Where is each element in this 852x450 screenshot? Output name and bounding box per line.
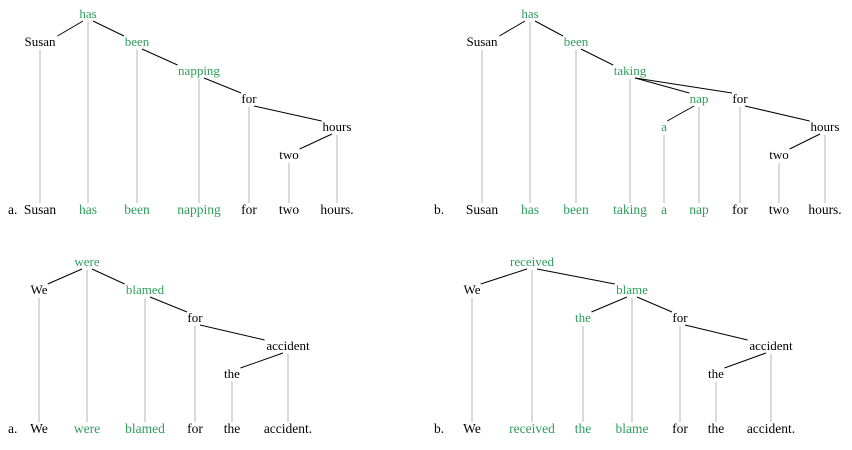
dependency-branch	[684, 324, 748, 341]
sentence-word: a	[661, 202, 667, 217]
tree-node-label: We	[464, 282, 481, 297]
sentence-word: We	[30, 421, 48, 436]
sentence-word: has	[79, 202, 97, 217]
tree-node-label: Susan	[466, 34, 498, 49]
dependency-branch	[253, 105, 322, 122]
panel-letter: b.	[434, 421, 444, 436]
tree-node-label: received	[510, 254, 555, 269]
panel-letter: b.	[434, 202, 444, 217]
sentence-word: hours.	[808, 202, 841, 217]
dependency-branch	[199, 324, 265, 341]
tree-node-label: accident	[266, 338, 310, 353]
sentence-word: We	[463, 421, 481, 436]
dependency-branch	[667, 105, 695, 122]
sentence-word: for	[187, 421, 203, 436]
tree-node-label: nap	[690, 91, 709, 106]
sentence-word: nap	[689, 202, 709, 217]
dependency-branch	[499, 20, 526, 37]
panel-letter: a.	[8, 202, 17, 217]
dependency-branch	[240, 352, 284, 369]
sentence-word: has	[521, 202, 539, 217]
panel-letter: a.	[8, 421, 17, 436]
sentence-word: two	[279, 202, 300, 217]
tree-node-label: for	[241, 91, 257, 106]
tree-node-label: for	[672, 310, 688, 325]
dependency-branch	[149, 296, 188, 313]
tree-node-label: for	[732, 91, 748, 106]
sentence-word: for	[241, 202, 257, 217]
sentence-word: for	[672, 421, 688, 436]
tree-node-label: hours	[811, 119, 840, 134]
dependency-branch	[141, 48, 178, 66]
tree-node-label: been	[125, 34, 150, 49]
dependency-branch	[57, 20, 84, 37]
dependency-branch	[480, 268, 528, 285]
tree-node-label: blame	[616, 282, 648, 297]
dependency-branch	[299, 133, 333, 150]
sentence-word: napping	[177, 202, 221, 217]
tree-node-label: We	[31, 282, 48, 297]
tree-node-label: the	[575, 310, 591, 325]
sentence-word: Susan	[466, 202, 499, 217]
tree-node-label: blamed	[126, 282, 165, 297]
sentence-word: accident.	[747, 421, 795, 436]
dependency-branch	[91, 268, 125, 285]
dependency-branch	[744, 105, 810, 122]
tree-node-label: accident	[749, 338, 793, 353]
dependency-branch	[536, 268, 615, 285]
dependency-branch	[634, 77, 690, 94]
tree-node-label: has	[521, 6, 538, 21]
sentence-word: the	[708, 421, 725, 436]
sentence-word: for	[732, 202, 748, 217]
dependency-branch	[591, 296, 628, 313]
sentence-word: hours.	[320, 202, 353, 217]
tree-node-label: two	[769, 147, 789, 162]
tree-node-label: has	[79, 6, 96, 21]
tree-node-label: taking	[614, 63, 647, 78]
sentence-word: accident.	[264, 421, 312, 436]
dependency-branch	[47, 268, 83, 285]
sentence-word: the	[575, 421, 592, 436]
tree-node-label: two	[279, 147, 299, 162]
tree-node-label: a	[661, 119, 667, 134]
dependency-branch	[534, 20, 564, 37]
dependency-branch	[634, 77, 733, 94]
sentence-word: two	[769, 202, 790, 217]
tree-node-label: Susan	[24, 34, 56, 49]
sentence-word: were	[74, 421, 100, 436]
tree-node-label: the	[224, 366, 240, 381]
sentence-word: received	[509, 421, 555, 436]
sentence-word: been	[124, 202, 150, 217]
tree-node-label: napping	[178, 63, 220, 78]
dependency-branch	[724, 352, 767, 369]
dependency-branch	[580, 48, 614, 66]
sentence-word: blame	[616, 421, 649, 436]
tree-node-label: been	[564, 34, 589, 49]
tree-node-label: for	[187, 310, 203, 325]
dependency-branch	[203, 77, 242, 94]
dependency-branch	[789, 133, 821, 150]
dependency-branch	[92, 20, 125, 37]
sentence-word: blamed	[125, 421, 165, 436]
sentence-word: Susan	[24, 202, 57, 217]
tree-node-label: were	[74, 254, 99, 269]
sentence-word: been	[563, 202, 589, 217]
sentence-word: the	[224, 421, 241, 436]
dependency-branch	[636, 296, 673, 313]
tree-node-label: the	[708, 366, 724, 381]
sentence-word: taking	[613, 202, 647, 217]
tree-node-label: hours	[323, 119, 352, 134]
